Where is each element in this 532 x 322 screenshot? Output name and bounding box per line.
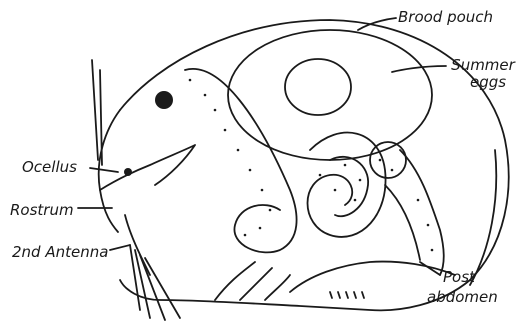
label-second-antenna: 2nd Antenna — [12, 245, 108, 260]
limb-1 — [215, 262, 255, 300]
leader-summer — [392, 66, 446, 72]
label-eggs: eggs — [470, 75, 506, 90]
label-post: Post — [443, 270, 475, 285]
intestine-tail-inner — [385, 185, 420, 260]
intestine-tail — [400, 150, 444, 275]
rostrum-beak — [100, 145, 195, 190]
compound-eye — [155, 91, 173, 109]
summer-egg — [285, 59, 351, 115]
antenna-branch-2 — [145, 258, 180, 318]
limb-3 — [265, 275, 290, 300]
label-summer: Summer — [448, 58, 518, 73]
leader-antenna — [110, 245, 130, 250]
gut-coil-inner — [330, 157, 368, 216]
label-brood-pouch: Brood pouch — [398, 10, 493, 25]
gut-round-knob — [370, 142, 406, 178]
post-abdomen-spines — [330, 292, 364, 298]
label-ocellus: Ocellus — [22, 160, 77, 175]
gut-stipple — [189, 79, 434, 252]
gut-outer — [185, 69, 297, 252]
label-rostrum: Rostrum — [10, 203, 74, 218]
limb-2 — [240, 268, 272, 300]
brood-pouch-egg — [228, 30, 432, 160]
antenna-branch-3 — [130, 245, 140, 310]
leader-ocellus — [90, 168, 118, 172]
ocellus — [124, 168, 132, 176]
label-abdomen: abdomen — [427, 290, 498, 305]
front-setae — [92, 60, 102, 165]
